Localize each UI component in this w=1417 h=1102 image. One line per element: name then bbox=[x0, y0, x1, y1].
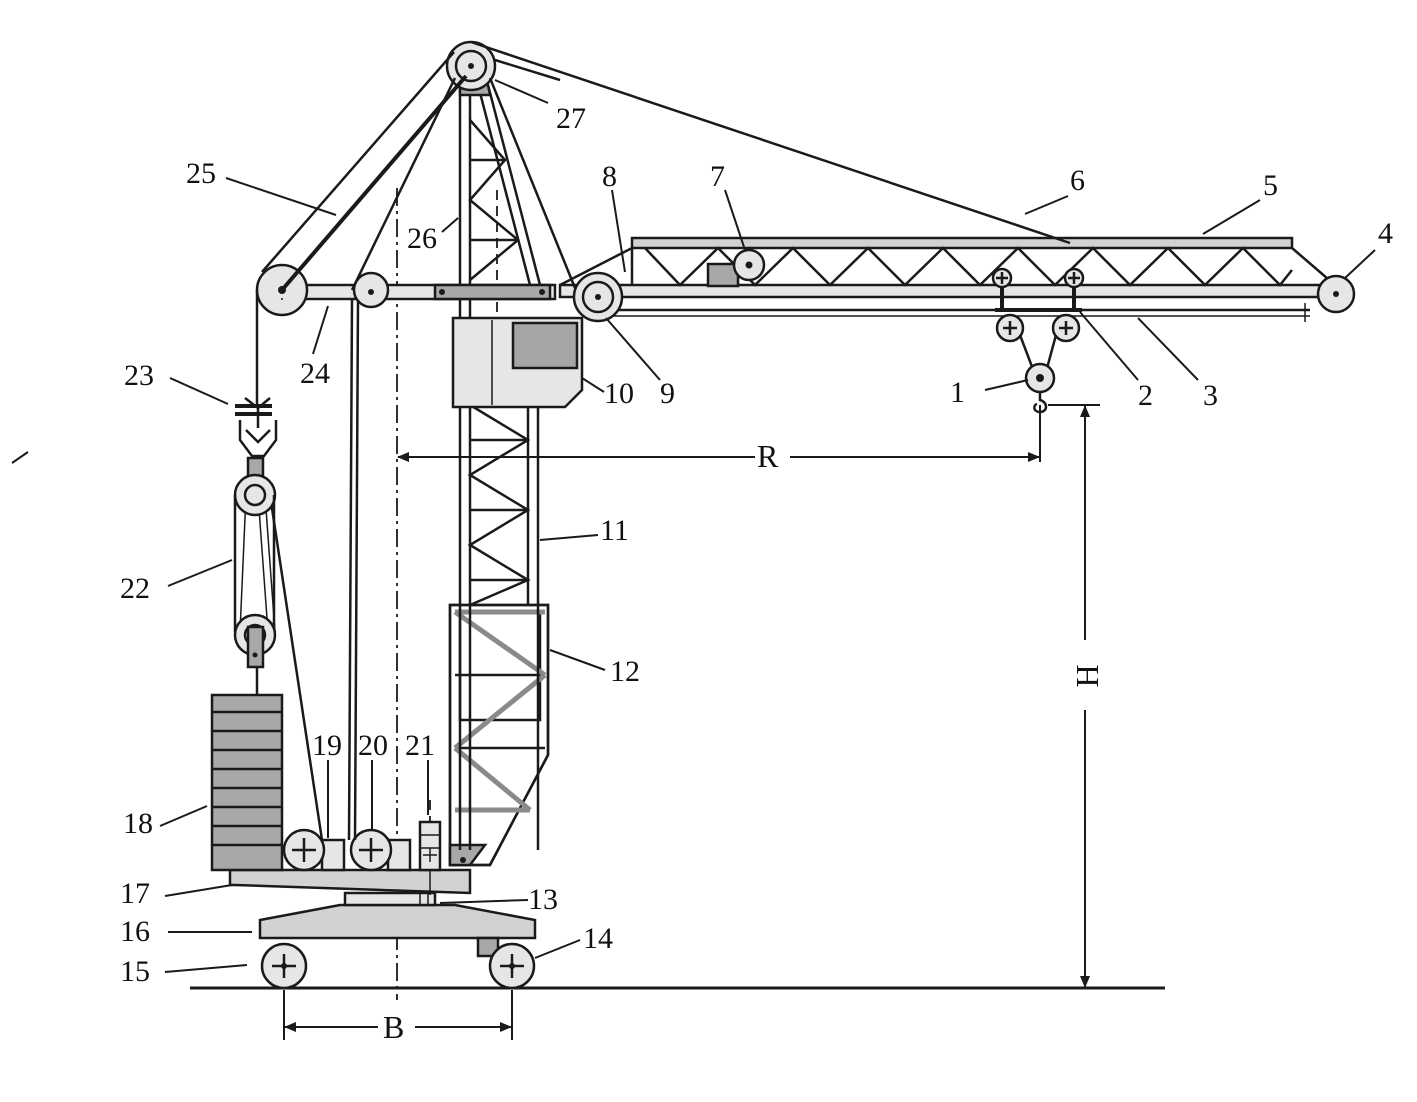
margin-tick bbox=[11, 451, 29, 464]
callout-15: 15 bbox=[120, 955, 150, 988]
winch-19 bbox=[282, 828, 346, 872]
counter-jib bbox=[263, 283, 557, 301]
callout-21: 21 bbox=[405, 729, 435, 762]
slewing-ring bbox=[343, 891, 437, 907]
leader-lines bbox=[159, 79, 1376, 973]
pulley-block-22 bbox=[233, 456, 277, 695]
callout-11: 11 bbox=[600, 514, 629, 547]
turntable-platform bbox=[228, 868, 472, 895]
callout-3: 3 bbox=[1203, 379, 1218, 412]
callout-1: 1 bbox=[950, 376, 965, 409]
callout-12: 12 bbox=[610, 655, 640, 688]
hook-block bbox=[1018, 334, 1058, 414]
callout-25: 25 bbox=[186, 157, 216, 190]
base-label: B bbox=[383, 1009, 404, 1045]
wheel-right bbox=[488, 942, 536, 990]
winch-20 bbox=[349, 828, 412, 872]
callout-24: 24 bbox=[300, 357, 330, 390]
callout-13: 13 bbox=[528, 883, 558, 916]
callout-4: 4 bbox=[1378, 217, 1393, 250]
dimension-radius: R bbox=[397, 405, 1041, 474]
limiter-23 bbox=[235, 397, 278, 458]
callout-22: 22 bbox=[120, 572, 150, 605]
ropes bbox=[239, 40, 1071, 841]
callout-9: 9 bbox=[660, 377, 675, 410]
callout-labels: 1 2 3 4 5 6 7 8 9 10 11 12 13 14 15 16 1… bbox=[120, 102, 1393, 988]
callout-16: 16 bbox=[120, 915, 150, 948]
chassis bbox=[258, 903, 537, 958]
callout-6: 6 bbox=[1070, 164, 1085, 197]
counterweight bbox=[210, 693, 284, 872]
jib-root-sheave bbox=[572, 271, 624, 323]
jib bbox=[558, 236, 1337, 322]
counter-jib-sheave-small bbox=[352, 271, 390, 309]
callout-23: 23 bbox=[124, 359, 154, 392]
callout-7: 7 bbox=[710, 160, 725, 193]
callout-19: 19 bbox=[312, 729, 342, 762]
dimension-height: H bbox=[1048, 404, 1105, 988]
callout-17: 17 bbox=[120, 877, 150, 910]
callout-8: 8 bbox=[602, 160, 617, 193]
dimension-base: B bbox=[283, 990, 513, 1045]
callout-10: 10 bbox=[604, 377, 634, 410]
callout-2: 2 bbox=[1138, 379, 1153, 412]
radius-label: R bbox=[757, 438, 779, 474]
wheel-left bbox=[260, 942, 308, 990]
operator-cab bbox=[451, 316, 584, 409]
callout-26: 26 bbox=[407, 222, 437, 255]
callout-14: 14 bbox=[583, 922, 613, 955]
tower-mast bbox=[458, 85, 540, 850]
callout-18: 18 bbox=[123, 807, 153, 840]
height-label: H bbox=[1069, 664, 1105, 687]
callout-5: 5 bbox=[1263, 169, 1278, 202]
callout-20: 20 bbox=[358, 729, 388, 762]
callout-27: 27 bbox=[556, 102, 586, 135]
top-sheave bbox=[445, 40, 497, 92]
slewing-motor-21 bbox=[418, 800, 442, 895]
jib-tip-sheave bbox=[1316, 274, 1356, 314]
trolley bbox=[991, 267, 1085, 343]
tower-base-section bbox=[448, 603, 550, 867]
